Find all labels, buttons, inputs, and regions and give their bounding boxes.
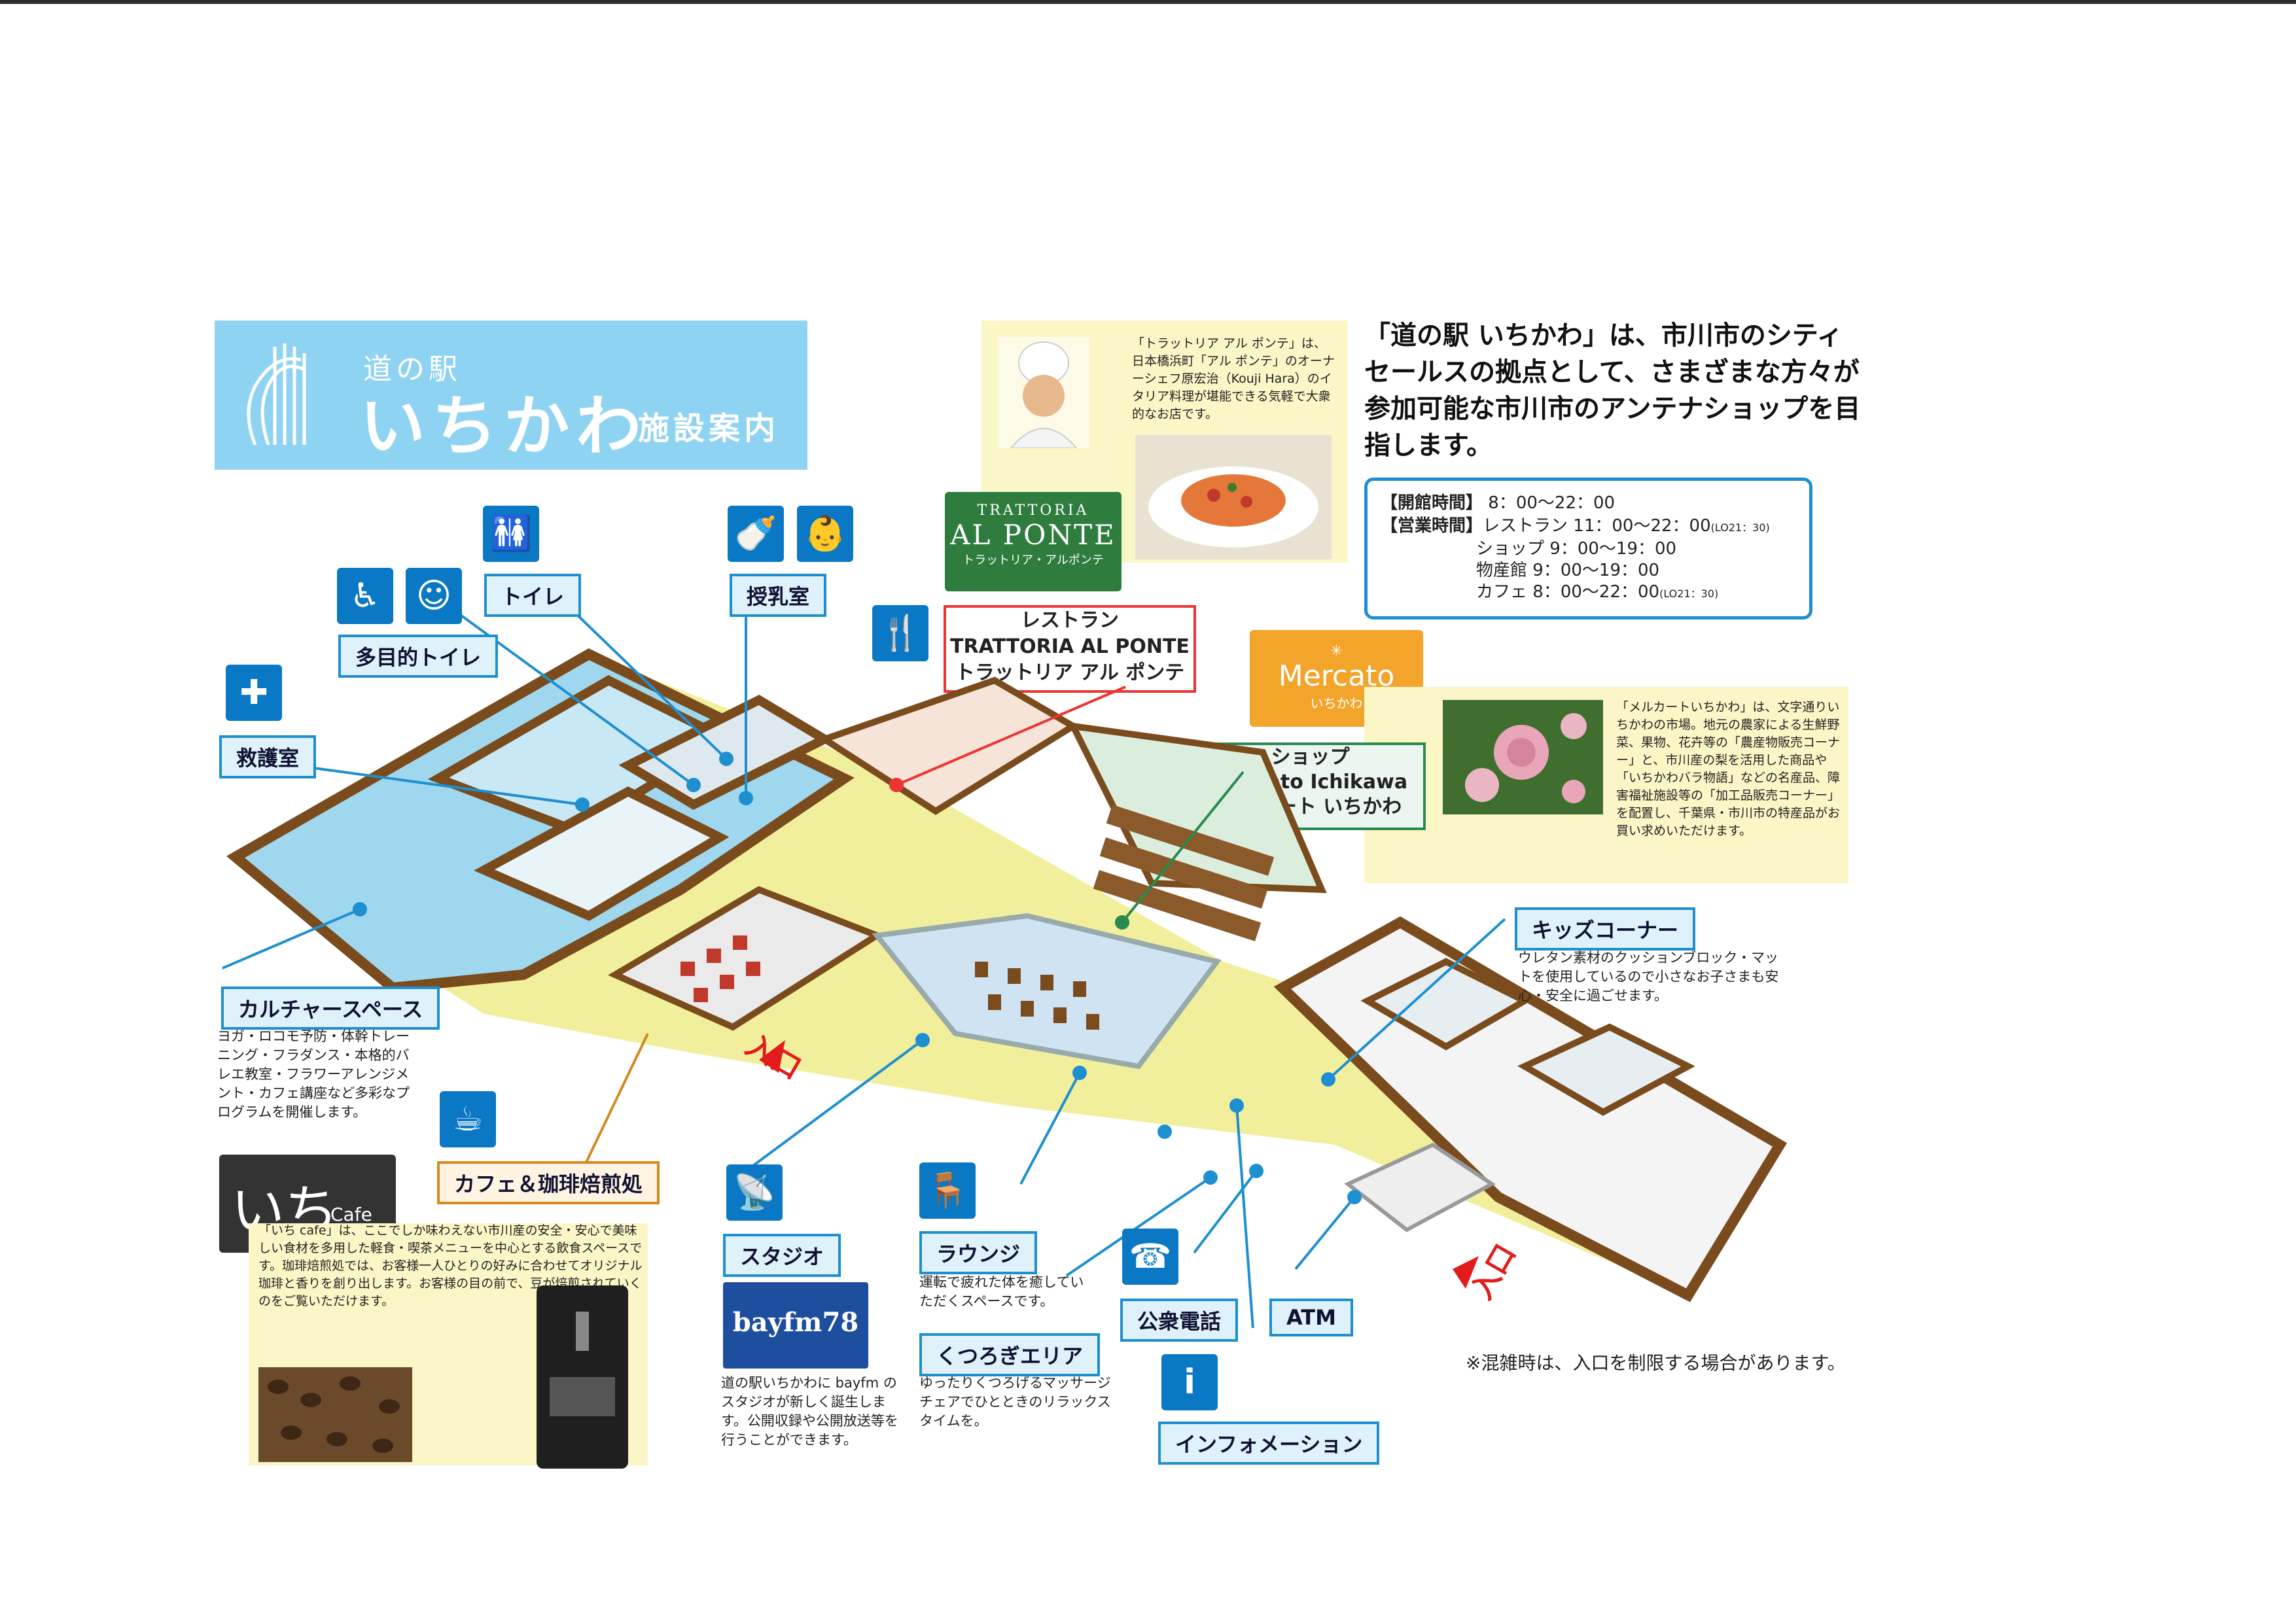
phone-icon: ☎ — [1122, 1229, 1178, 1285]
lounge-desc: 運転で疲れた体を癒していただくスペースです。 — [919, 1274, 1084, 1309]
relax-area-label: くつろぎエリア — [919, 1333, 1101, 1376]
entrance-arrow-right — [1453, 1256, 1479, 1289]
restaurant-leader — [896, 686, 1126, 786]
radio-icon: 📡 — [726, 1164, 783, 1221]
hours-row: 【営業時間】レストラン 11：00〜22：00(LO21：30) — [1381, 516, 1770, 536]
baby-icon: 👶 — [797, 506, 853, 562]
footnote: ※混雑時は、入口を制限する場合があります。 — [1466, 1352, 1846, 1374]
cafe-label: カフェ＆珈琲焙煎処 — [437, 1161, 660, 1204]
coffee-beans-photo — [258, 1367, 412, 1462]
kids-corner-desc: ウレタン素材のクッションブロック・マットを使用しているので小さなお子さまも安心・… — [1518, 950, 1779, 1003]
first-aid-room-label: 救護室 — [219, 735, 317, 778]
restroom-icon: 🚻 — [483, 506, 539, 562]
bottle-icon: 🍼 — [728, 506, 784, 562]
bayfm-logo: bayfm78 — [723, 1282, 868, 1369]
atm-area — [1344, 1142, 1496, 1232]
public-phone-label: 公衆電話 — [1120, 1299, 1239, 1342]
leader-lines — [222, 608, 1506, 1328]
cafe-desc: 「いち cafe」は、ここでしか味わえない市川産の安全・安心で美味しい食材を多用… — [258, 1223, 643, 1308]
pasta-photo — [1135, 435, 1332, 559]
studio-desc: 道の駅いちかわに bayfm の スタジオが新しく誕生します。公開収録や公開放送… — [721, 1375, 898, 1448]
nursing-room-label: 授乳室 — [730, 574, 827, 617]
fork-knife-icon: 🍴 — [872, 605, 928, 661]
atm-label: ATM — [1269, 1299, 1353, 1336]
culture-space-desc: ヨガ・ロコモ予防・体幹トレーニング・フラダンス・本格的バレエ教室・フラワーアレン… — [217, 1028, 410, 1120]
right-room-1 — [1360, 958, 1532, 1051]
baby-care-icon: ☺ — [406, 568, 462, 624]
mercato-mark-icon: ✳ — [1330, 643, 1343, 659]
kids-corner-label: キッズコーナー — [1515, 907, 1696, 951]
hours-box: 【開館時間】 8：00〜22：00 【営業時間】レストラン 11：00〜22：0… — [1364, 478, 1812, 620]
hours-row: 物産館 9：00〜19：00 — [1476, 561, 1660, 580]
relax-area-desc: ゆったりくつろげるマッサージチェアでひとときのリラックスタイムを。 — [919, 1375, 1111, 1429]
michi-no-eki-logo-icon — [247, 343, 306, 445]
lounge-label: ラウンジ — [919, 1231, 1038, 1274]
rose-photo — [1443, 700, 1603, 814]
lounge-seat-icon: 🪑 — [919, 1162, 976, 1219]
cafe-leader — [574, 1033, 649, 1185]
right-room-2 — [1517, 1023, 1695, 1116]
first-aid-icon: ✚ — [226, 665, 282, 721]
shop-shelves — [1093, 805, 1275, 941]
title-banner — [215, 321, 807, 470]
shop-area — [1067, 722, 1327, 894]
info-icon: i — [1161, 1354, 1218, 1410]
toilet-label: トイレ — [484, 574, 582, 617]
entrance-arrow-left — [759, 1040, 785, 1073]
culture-space-label: カルチャースペース — [221, 986, 440, 1030]
scan-top-edge — [0, 0, 2296, 4]
coffee-roaster-photo — [537, 1285, 628, 1469]
shop-intro: 「メルカートいちかわ」は、文字通りいちかわの市場。地元の農家による生鮮野菜、果物… — [1616, 700, 1841, 838]
information-label: インフォメーション — [1158, 1422, 1380, 1465]
multi-toilet-label: 多目的トイレ — [338, 635, 499, 678]
lounge-chairs — [975, 962, 1099, 1030]
title-main: いちかわ — [360, 388, 648, 464]
coffee-cup-icon: ☕ — [440, 1091, 496, 1147]
chef-photo — [998, 337, 1089, 448]
restaurant-intro: 「トラットリア アル ポンテ」は、日本橋浜町「アル ポンテ」のオーナーシェフ原宏… — [1132, 336, 1335, 421]
wheelchair-icon: ♿ — [337, 568, 393, 624]
restroom-area — [474, 786, 730, 921]
hours-row: 【開館時間】 8：00〜22：00 — [1381, 493, 1616, 513]
lounge-area — [872, 913, 1222, 1070]
title-small: 道の駅 — [363, 353, 461, 386]
cafe-chairs — [680, 935, 760, 1002]
trattoria-logo: TRATTORIA AL PONTE トラットリア・アルポンテ — [945, 492, 1122, 591]
floor-map — [222, 608, 1788, 1328]
hours-row: ショップ 9：00〜19：00 — [1476, 539, 1677, 559]
studio-label: スタジオ — [723, 1234, 841, 1277]
shop-leader — [1121, 771, 1245, 924]
hours-row: カフェ 8：00〜22：00(LO21：30) — [1476, 582, 1719, 602]
headline-text: 「道の駅 いちかわ」は、市川市のシティセールスの拠点として、さまざまな方々が参加… — [1364, 321, 1861, 461]
title-sub: 施設案内 — [638, 410, 780, 447]
